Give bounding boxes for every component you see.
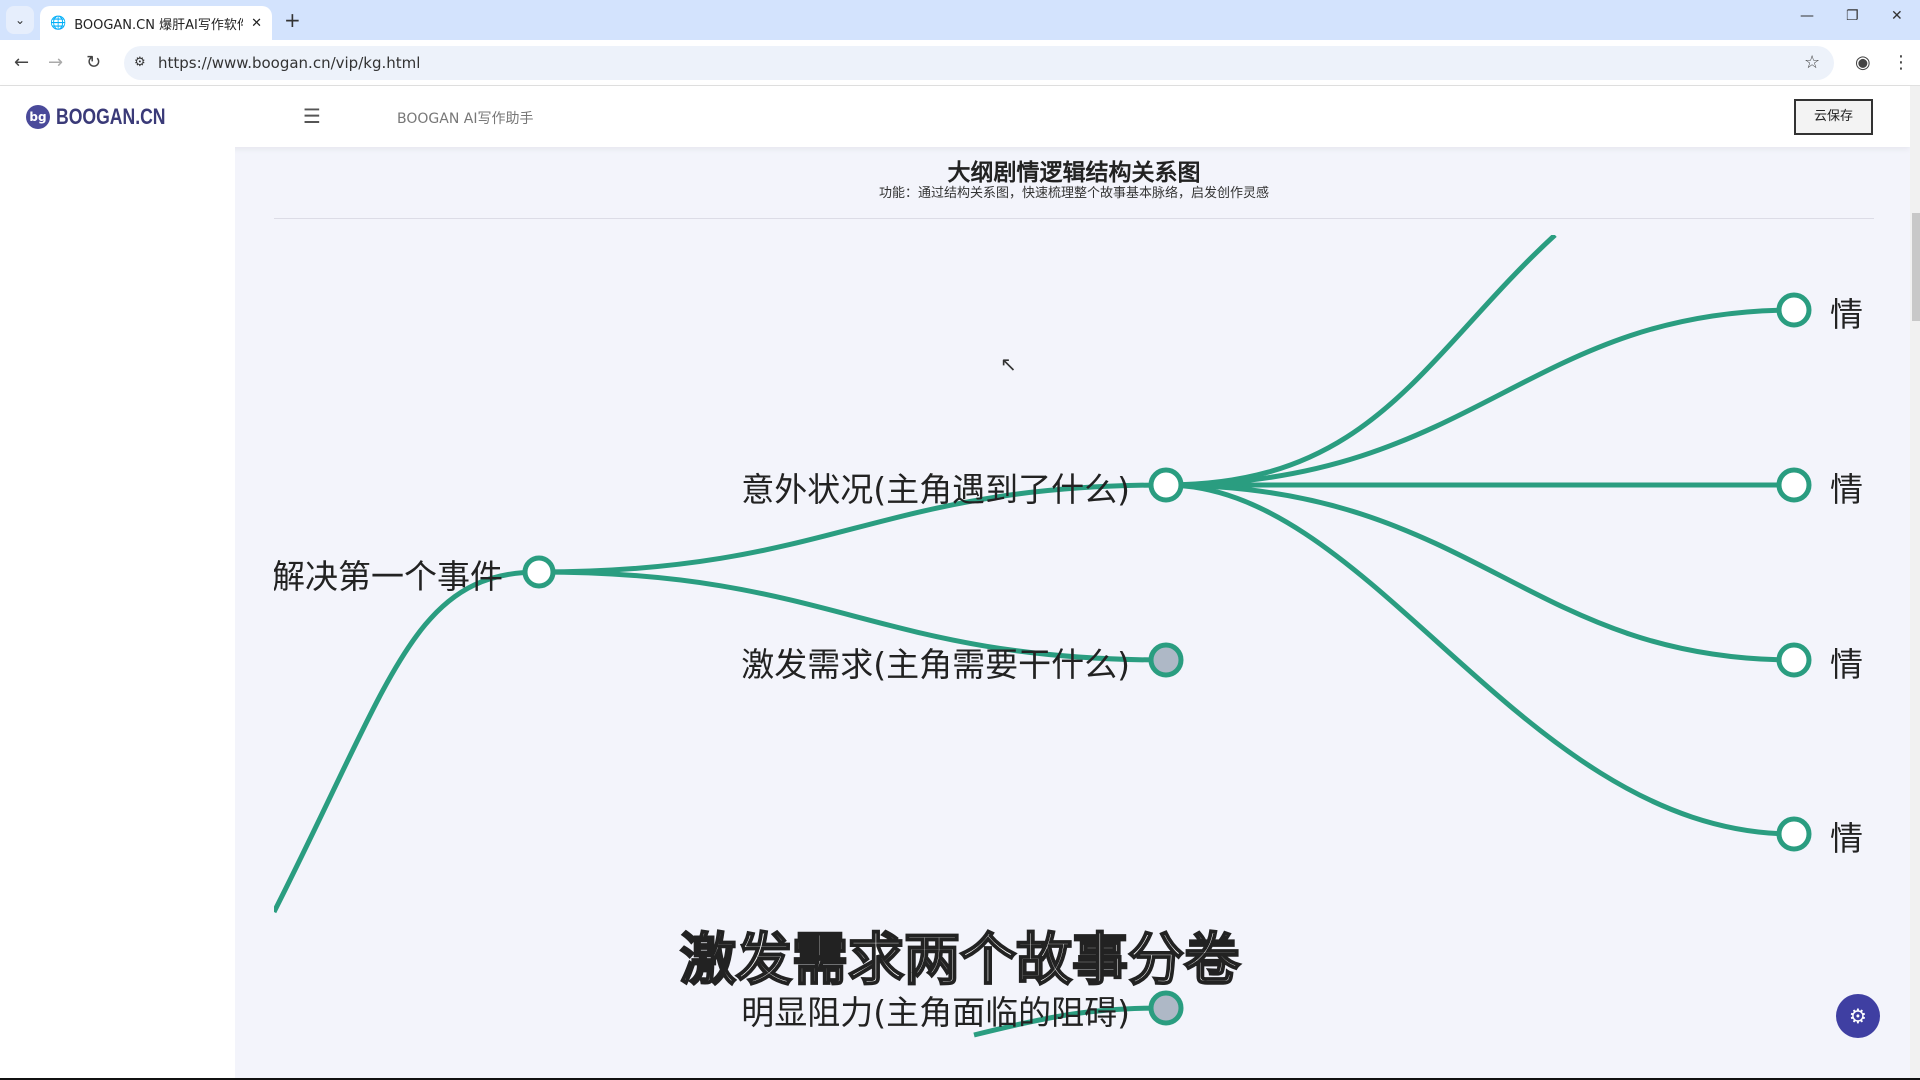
minimize-button[interactable]: —	[1800, 8, 1814, 24]
logo[interactable]: bg BOOGAN.CN	[26, 104, 193, 130]
reload-icon[interactable]: ↻	[86, 52, 102, 73]
mouse-cursor-icon: ↖	[1000, 352, 1017, 376]
edge	[1165, 307, 1795, 488]
logo-badge: bg	[26, 105, 50, 129]
node-circle	[1776, 642, 1812, 678]
edge	[538, 569, 1167, 663]
node-label[interactable]: 激发需求(主角需要干什么)	[741, 645, 1130, 684]
edge	[1165, 235, 1557, 488]
node-label[interactable]: 解决第一个事件	[274, 557, 503, 596]
settings-gear-button[interactable]: ⚙	[1836, 994, 1880, 1038]
new-tab-button[interactable]: +	[284, 8, 301, 32]
back-icon[interactable]: ←	[14, 52, 30, 73]
tab-search-button[interactable]: ⌄	[6, 6, 34, 34]
logo-text: BOOGAN.CN	[56, 104, 166, 129]
node-label[interactable]: 情	[1830, 819, 1863, 858]
edge	[538, 482, 1167, 575]
tab-title: BOOGAN.CN 爆肝AI写作软件	[74, 17, 244, 33]
scrollbar[interactable]	[1910, 86, 1920, 1080]
globe-icon: 🌐	[50, 15, 67, 31]
node-label[interactable]: 情	[1830, 645, 1863, 684]
node-circle	[1776, 292, 1812, 328]
divider	[274, 218, 1874, 219]
sidebar	[0, 147, 235, 1080]
cloud-save-button[interactable]: 云保存	[1794, 99, 1873, 135]
node-circle	[1776, 467, 1812, 503]
app-title: BOOGAN AI写作助手	[397, 111, 534, 127]
node-circle	[1776, 816, 1812, 852]
node-circle	[522, 555, 556, 589]
page-title: 大纲剧情逻辑结构关系图	[947, 160, 1201, 186]
browser-tab[interactable]: 🌐 BOOGAN.CN 爆肝AI写作软件 ✕	[40, 6, 272, 40]
edge	[1165, 482, 1795, 837]
url-input[interactable]: ⚙ https://www.boogan.cn/vip/kg.html	[124, 46, 1834, 80]
page-subtitle: 功能：通过结构关系图，快速梳理整个故事基本脉络，启发创作灵感	[878, 186, 1269, 201]
node-circle-collapsed	[1148, 990, 1184, 1026]
node-label[interactable]: 情	[1830, 470, 1863, 509]
more-menu-icon[interactable]: ⋮	[1892, 52, 1910, 73]
node-circle	[1148, 467, 1184, 503]
video-caption: 激发需求两个故事分卷	[679, 927, 1241, 994]
node-label[interactable]: 情	[1830, 295, 1863, 334]
node-label[interactable]: 意外状况(主角遇到了什么)	[741, 470, 1130, 509]
app-header: bg BOOGAN.CN ☰ BOOGAN AI写作助手 云保存	[0, 86, 1910, 147]
forward-icon[interactable]: →	[48, 52, 64, 73]
url-text: https://www.boogan.cn/vip/kg.html	[158, 54, 421, 72]
node-label[interactable]: 明显阻力(主角面临的阻碍)	[741, 993, 1130, 1032]
edge	[274, 569, 540, 914]
bookmark-star-icon[interactable]: ☆	[1804, 52, 1821, 73]
address-bar-row: ← → ↻ ⚙ https://www.boogan.cn/vip/kg.html…	[0, 40, 1920, 86]
edge	[973, 1005, 1167, 1038]
profile-icon[interactable]: ◉	[1855, 52, 1871, 73]
scrollbar-thumb[interactable]	[1912, 213, 1920, 321]
restore-button[interactable]: ❐	[1846, 8, 1859, 24]
close-window-button[interactable]: ✕	[1891, 8, 1903, 24]
browser-tab-bar: ⌄ 🌐 BOOGAN.CN 爆肝AI写作软件 ✕ + — ❐ ✕	[0, 0, 1920, 40]
node-circle-collapsed	[1148, 642, 1184, 678]
hamburger-menu-icon[interactable]: ☰	[303, 104, 321, 128]
bottom-edge	[0, 1078, 1920, 1080]
mindmap-graph[interactable]: 解决第一个事件 意外状况(主角遇到了什么) 激发需求(主角需要干什么) 明显阻力…	[274, 235, 1874, 1080]
edge	[1165, 482, 1795, 663]
close-tab-icon[interactable]: ✕	[251, 15, 262, 31]
site-settings-icon[interactable]: ⚙	[134, 55, 146, 70]
